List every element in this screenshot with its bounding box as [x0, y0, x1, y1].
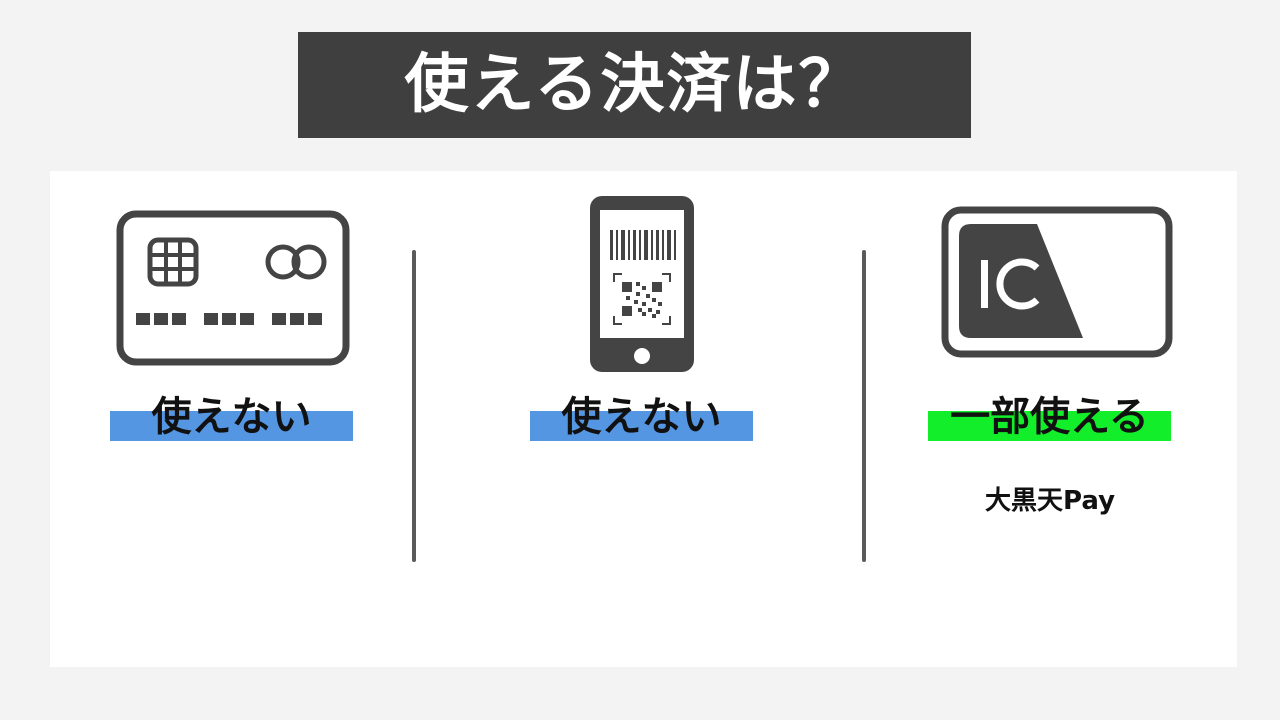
- qr-code-status-label: 使えない: [530, 393, 753, 441]
- status-underline: [928, 411, 1171, 441]
- credit-card-icon: [116, 210, 350, 366]
- credit-card-status-label: 使えない: [110, 393, 353, 441]
- column-divider-left: [412, 250, 416, 562]
- page-title: 使える決済は？: [298, 32, 971, 138]
- status-underline: [110, 411, 353, 441]
- ic-card-status-label: 一部使える: [928, 393, 1171, 441]
- column-divider-right: [862, 250, 866, 562]
- ic-card-icon: [941, 206, 1173, 358]
- ic-card-note: 大黒天Pay: [984, 486, 1116, 516]
- status-underline: [530, 411, 753, 441]
- smartphone-qr-barcode-icon: [590, 196, 694, 372]
